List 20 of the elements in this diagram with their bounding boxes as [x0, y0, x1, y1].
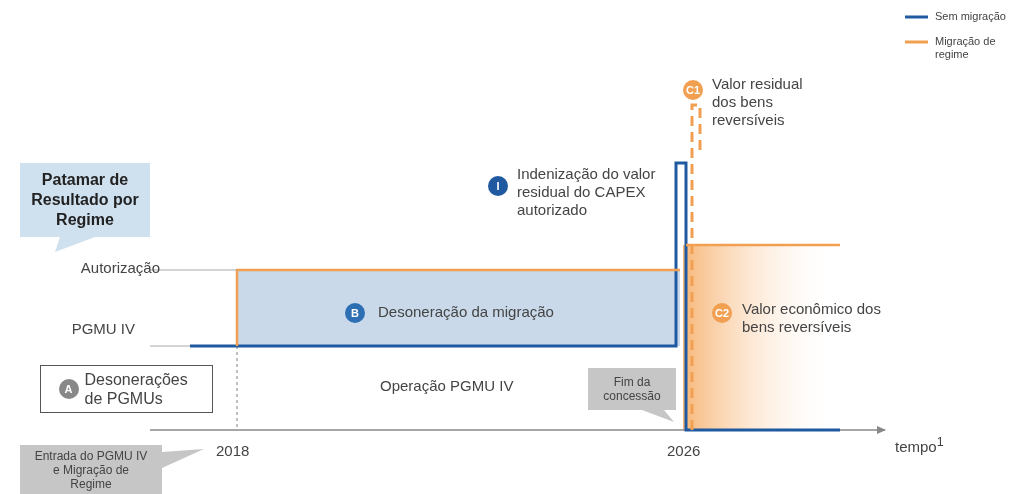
level-label: PGMU IV: [70, 320, 135, 338]
note-box: [40, 365, 213, 413]
level-label: Autorização: [79, 259, 160, 277]
year-label: 2026: [667, 442, 702, 460]
callout-text: Fim da concessão: [588, 368, 676, 410]
callout-text: Patamar de Resultado por Regime: [20, 163, 150, 237]
annotation-text: Valor residual dos bens reversíveis: [712, 75, 804, 129]
letter-badge: I: [488, 176, 508, 196]
callout-text: Entrada do PGMU IV e Migração de Regime: [20, 445, 162, 494]
year-label: 2018: [216, 442, 251, 460]
annotation-text: Operação PGMU IV: [380, 377, 515, 395]
legend-text: Migração de regime: [935, 35, 997, 61]
letter-badge: C1: [683, 80, 703, 100]
letter-badge: A: [58, 379, 79, 399]
axis-label: tempo$^{1}$: [895, 434, 945, 456]
annotation-text: Valor econômico dos bens reversíveis: [742, 300, 882, 336]
note-text: Desonerações de PGMUs: [84, 370, 189, 408]
annotation-text: Indenização do valor residual do CAPEX autorizado: [517, 165, 657, 219]
legend-text: Sem migração: [935, 10, 1007, 23]
annotation-text: Desoneração da migração: [378, 303, 555, 321]
